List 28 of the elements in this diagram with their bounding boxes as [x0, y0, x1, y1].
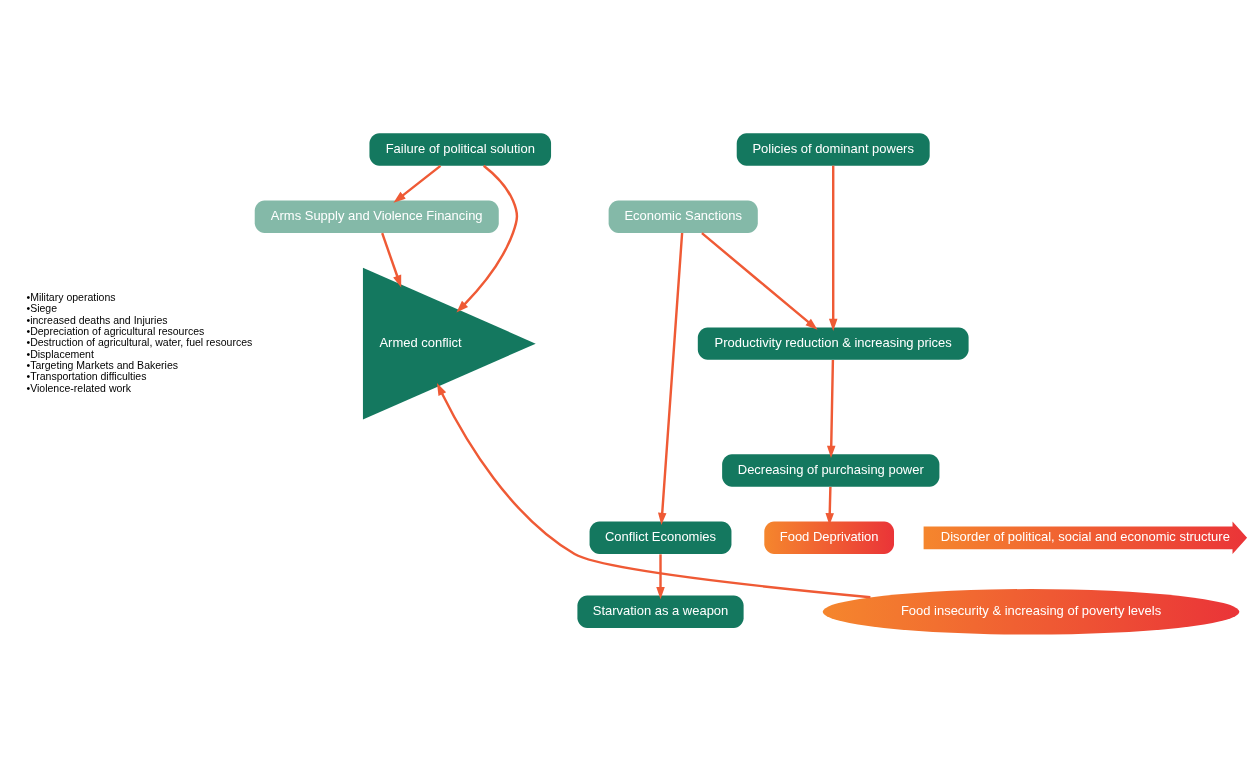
arrow: [828, 165, 838, 331]
node-label: •Violence-related work: [26, 381, 132, 394]
arrow: [436, 382, 871, 598]
node-label: •Depreciation of agricultural resources: [26, 324, 205, 337]
node-box: Decreasing of purchasing power: [722, 453, 940, 487]
arrow: [825, 486, 834, 525]
node-label: •Displacement: [26, 347, 94, 360]
node-box: Arms Supply and Violence Financing: [254, 200, 499, 233]
node-box: Economic Sanctions: [608, 200, 758, 233]
node-ellipse: Food insecurity & increasing of poverty levels: [822, 588, 1240, 635]
node-label: •Military operations: [26, 290, 116, 303]
node-label: •increased deaths and Injuries: [26, 313, 168, 326]
arrow: [701, 231, 818, 330]
node-box: Conflict Economies: [589, 521, 732, 554]
node-box: Food Deprivation: [764, 521, 894, 554]
arrow: [656, 553, 665, 599]
arrow: [658, 232, 684, 525]
arrow: [381, 232, 402, 288]
node-label: •Targeting Markets and Bakeries: [26, 358, 179, 371]
node-box: Starvation as a weapon: [577, 595, 744, 628]
node-box: Policies of dominant powers: [736, 132, 930, 166]
node-box: Productivity reduction & increasing prices: [697, 326, 969, 360]
arrow: [393, 164, 442, 203]
arrow: [456, 164, 519, 312]
arrow: [826, 359, 836, 458]
node-label: •Destruction of agricultural, water, fuel resources: [26, 335, 253, 348]
node-label: •Siege: [26, 301, 58, 314]
node-box: Failure of political solution: [369, 132, 552, 166]
